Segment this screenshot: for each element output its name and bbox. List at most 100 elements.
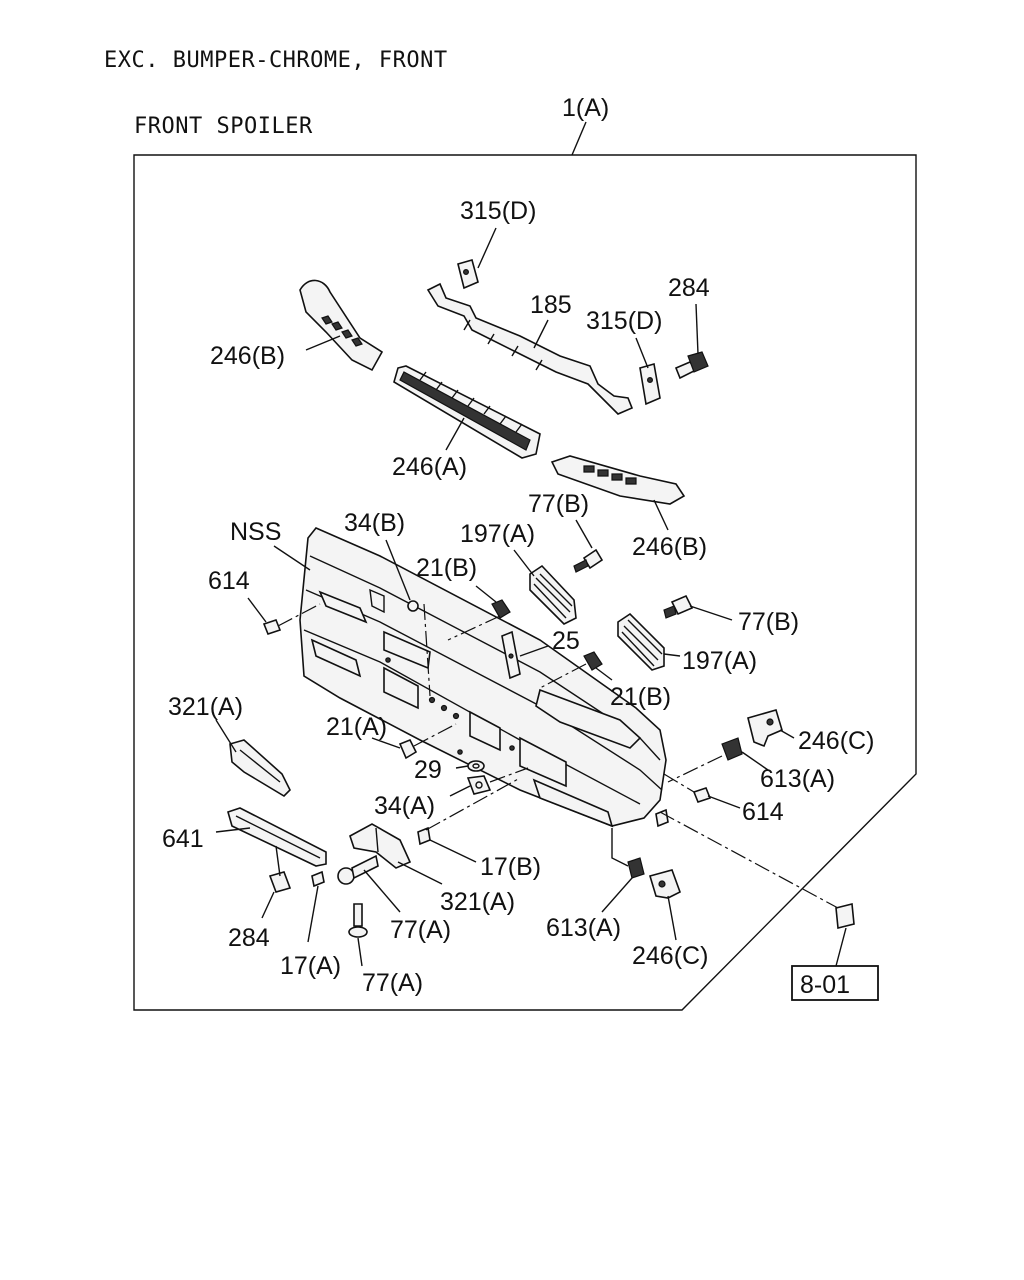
vent-197a-right: [617, 612, 665, 671]
screw-77b-top: [573, 548, 604, 573]
clip-17b: [417, 826, 431, 846]
dash-614-right: [663, 773, 695, 793]
leader-29: [455, 765, 469, 769]
leader-21b-top: [475, 585, 497, 603]
label-185: 185: [530, 291, 572, 319]
label-77b-top: 77(B): [528, 490, 589, 518]
ref-part-8-01: [835, 902, 855, 930]
label-284-bottom: 284: [228, 924, 270, 952]
bracket-315d-top: [457, 259, 479, 290]
screw-77b-right: [663, 594, 694, 619]
leader-197a-top: [513, 549, 535, 577]
label-34b: 34(B): [344, 509, 405, 537]
label-21b-top: 21(B): [416, 554, 477, 582]
leader-613a-bottom: [611, 828, 629, 867]
leader-246b-right: [653, 499, 669, 531]
leader-321a-left: [215, 719, 237, 753]
leader-315d-top: [477, 227, 497, 269]
bracket-321a-bottom: [349, 823, 412, 869]
label-77a-bottom: 77(A): [362, 969, 423, 997]
leader-77a-mid: [363, 869, 401, 913]
dash-8-01: [659, 811, 839, 909]
grille-end-left: [299, 279, 384, 372]
clip-21b-right: [583, 651, 603, 671]
label-246c-bottom: 246(C): [632, 942, 708, 970]
leader-77b-right: [689, 605, 733, 621]
label-321a-left: 321(A): [168, 693, 243, 721]
bracket-25: [501, 630, 521, 680]
plate-641: [227, 807, 327, 867]
label-34a: 34(A): [374, 792, 435, 820]
dash-17b: [425, 777, 521, 831]
clip-614-left: [262, 619, 282, 635]
label-17a: 17(A): [280, 952, 341, 980]
title-line-2: FRONT SPOILER: [134, 114, 313, 139]
bolt-77a-bottom: [348, 903, 368, 938]
clip-613a-bottom: [627, 857, 645, 879]
label-641: 641: [162, 825, 204, 853]
bracket-315d-right: [639, 362, 661, 406]
assembly-leader: [571, 121, 587, 156]
ref-box[interactable]: [791, 965, 879, 1001]
vent-197a-top: [529, 564, 577, 625]
label-197a-top: 197(A): [460, 520, 535, 548]
leader-614-right: [707, 795, 741, 809]
leader-246c-bottom: [667, 895, 677, 941]
clip-17a: [311, 870, 325, 888]
label-25: 25: [552, 627, 580, 655]
leader-34b: [385, 539, 411, 601]
label-321a-bottom: 321(A): [440, 888, 515, 916]
grille-bracket-bar: [426, 282, 634, 415]
diagram-title: EXC. BUMPER-CHROME, FRONT FRONT SPOILER: [104, 6, 448, 160]
label-77a-mid: 77(A): [390, 916, 451, 944]
clip-613a-right: [721, 737, 743, 761]
clip-21a: [398, 738, 418, 760]
assembly-frame: [133, 154, 917, 1011]
label-77b-right: 77(B): [738, 608, 799, 636]
leader-246a: [445, 417, 465, 451]
leader-8-01: [835, 927, 847, 967]
leader-246c-right: [779, 729, 795, 739]
leader-77b-top: [575, 519, 593, 549]
dash-34a: [489, 767, 529, 783]
label-29: 29: [414, 756, 442, 784]
leader-614-left: [247, 597, 267, 623]
label-246c-right: 246(C): [798, 727, 874, 755]
label-17b: 17(B): [480, 853, 541, 881]
leader-21a: [371, 737, 401, 749]
nut-34a: [466, 775, 492, 795]
dash-21b-right: [539, 663, 587, 689]
leader-17a: [307, 885, 319, 943]
leader-21b-right: [595, 667, 613, 681]
grille-center: [393, 365, 541, 459]
leader-321a-bottom: [397, 861, 443, 885]
leader-284-top: [695, 303, 699, 355]
label-246a: 246(A): [392, 453, 467, 481]
label-21a: 21(A): [326, 713, 387, 741]
ref-box-label: 8-01: [800, 971, 850, 999]
label-613a-bottom: 613(A): [546, 914, 621, 942]
dash-vertical: [423, 603, 431, 697]
bracket-246c-right: [747, 709, 783, 748]
dash-21a: [413, 723, 457, 747]
washer-29: [467, 760, 485, 772]
bracket-321a-left: [229, 739, 291, 798]
dash-21b-top: [447, 615, 501, 641]
title-line-1: EXC. BUMPER-CHROME, FRONT: [104, 48, 448, 73]
bolt-77a-mid: [337, 854, 379, 885]
label-246b-top: 246(B): [210, 342, 285, 370]
leader-197a-right: [663, 653, 681, 657]
leader-284-bottom: [261, 891, 275, 919]
leader-34a: [449, 785, 471, 797]
label-284-top: 284: [668, 274, 710, 302]
label-21b-right: 21(B): [610, 683, 671, 711]
label-nss: NSS: [230, 518, 281, 546]
bolt-284-bottom: [268, 845, 292, 893]
leader-77a-bottom: [357, 937, 363, 967]
bracket-246c-bottom: [648, 869, 681, 899]
label-246b-right: 246(B): [632, 533, 707, 561]
label-197a-right: 197(A): [682, 647, 757, 675]
clip-34b: [407, 600, 419, 612]
dash-614-left: [277, 603, 321, 627]
